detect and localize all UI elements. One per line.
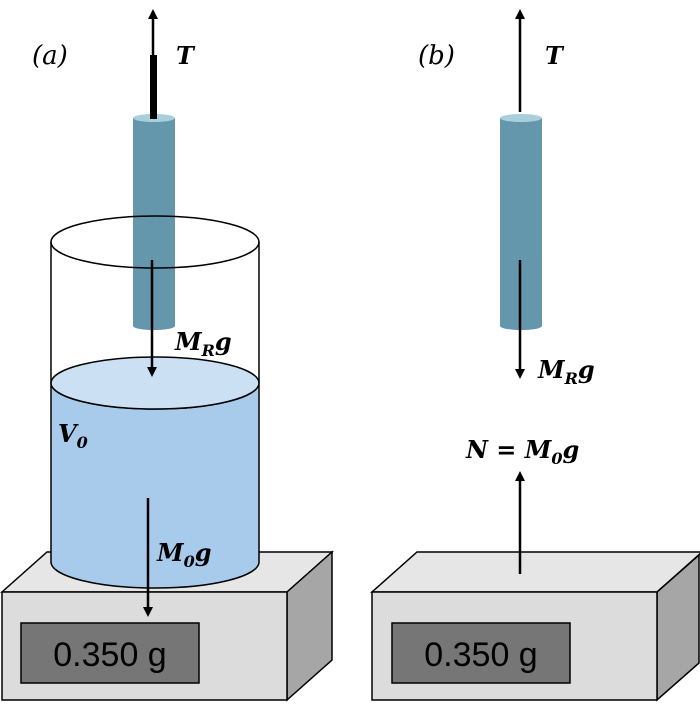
water-surface — [50, 356, 260, 410]
rod-b-top — [500, 114, 542, 122]
water-body — [50, 382, 260, 589]
panel-a-label: (a) — [32, 41, 68, 71]
panel-b: (b) 0.350 g T MRg N = M0g — [370, 9, 700, 702]
scale-b-reading: 0.350 g — [424, 636, 537, 674]
rod-weight-label-b: MRg — [537, 355, 595, 388]
beaker — [50, 242, 260, 589]
scale-b-top — [370, 551, 700, 593]
volume-label: V0 — [58, 419, 88, 452]
rod-weight-label-a: MRg — [174, 327, 232, 360]
panel-a: (a) 0.350 g T — [0, 9, 334, 702]
tension-label-b: T — [545, 41, 565, 70]
rod-a-body — [133, 118, 175, 326]
beaker-rim — [50, 215, 260, 269]
scale-a-display — [20, 622, 200, 684]
scale-b-display — [391, 622, 571, 684]
tension-label-a: T — [176, 41, 196, 70]
water-weight-label: M0g — [156, 538, 212, 571]
string-a — [150, 55, 157, 119]
rod-a — [133, 114, 175, 330]
rod-a-bottom — [133, 322, 175, 330]
scale-b: 0.350 g — [370, 551, 700, 702]
panel-b-label: (b) — [418, 41, 455, 71]
normal-force-label: N = M0g — [465, 435, 579, 468]
scale-a-reading: 0.350 g — [53, 636, 166, 674]
